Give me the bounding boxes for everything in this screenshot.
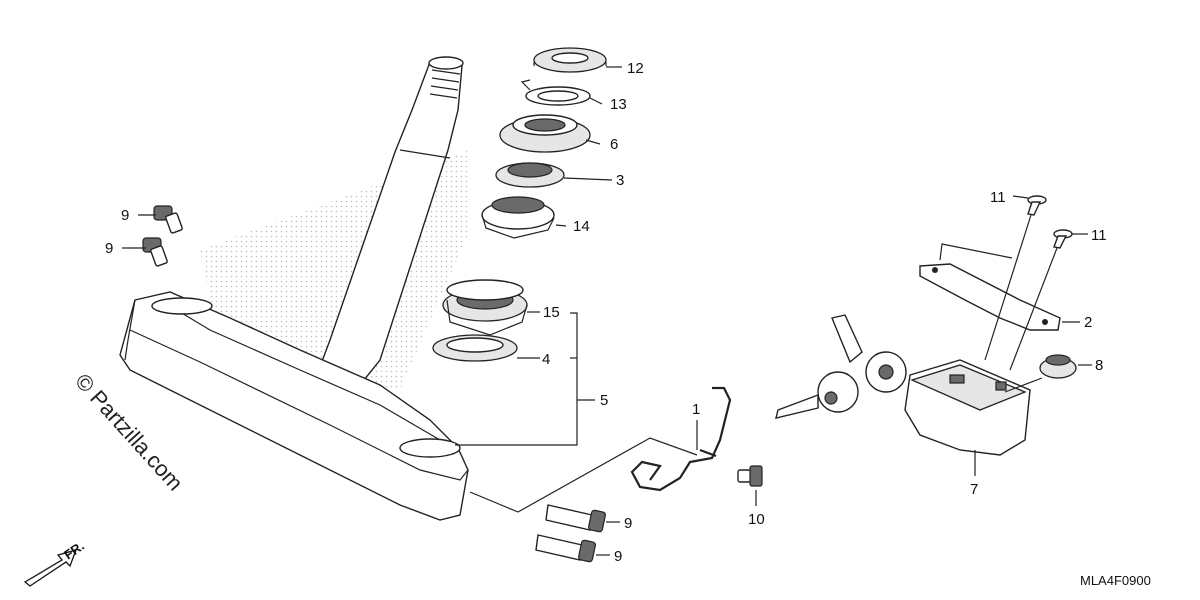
screw-guide-lines [984,214,1058,371]
callout-13: 13 [610,96,627,113]
screw-part-11-b[interactable] [1053,229,1073,249]
callout-7: 7 [970,481,978,498]
callout-10: 10 [748,511,765,528]
leader-3 [563,177,613,181]
leader-11a [1012,195,1029,199]
adjusting-nut-part-6[interactable] [499,114,591,153]
seal-part-4[interactable] [432,334,518,362]
bolt-part-9-bottom-b[interactable] [535,534,596,563]
bolt-part-9-upper[interactable] [153,205,183,234]
bracket-outline-2 [939,243,1013,261]
grommet-part-8[interactable] [1039,354,1077,379]
clip-part-1[interactable] [630,386,732,492]
bolt-part-10[interactable] [737,465,763,487]
callout-9c: 9 [624,515,632,532]
dust-seal-part-3[interactable] [495,162,565,188]
ignition-switch-part-7[interactable] [904,359,1031,456]
lower-bearing-part-15[interactable] [442,279,528,336]
callout-9d: 9 [614,548,622,565]
lock-washer-part-13[interactable] [520,79,591,106]
bolt-part-9-bottom-a[interactable] [545,504,606,533]
callout-12: 12 [627,60,644,77]
bracket-part-2[interactable] [919,263,1061,331]
screw-part-11-a[interactable] [1027,195,1047,216]
callout-15: 15 [543,304,560,321]
callout-1: 1 [692,401,700,418]
callout-2: 2 [1084,314,1092,331]
leader-13 [589,97,603,105]
grommet-guide-line [1004,377,1043,393]
callout-3: 3 [616,172,624,189]
assembly-guide-line [469,437,698,513]
callout-5: 5 [600,392,608,409]
leader-14 [555,224,567,227]
lock-nut-part-12[interactable] [533,47,607,73]
callout-bracket-5 [455,312,578,446]
callout-14: 14 [573,218,590,235]
diagram-part-number: MLA4F0900 [1080,573,1151,588]
callout-11b: 11 [1091,227,1107,244]
front-direction-arrow-icon [23,549,78,587]
callout-9b: 9 [105,240,113,257]
callout-8: 8 [1095,357,1103,374]
callout-6: 6 [610,136,618,153]
bottom-bridge-part[interactable] [119,291,469,521]
leader-6 [585,139,601,145]
bolt-part-9-lower[interactable] [142,237,168,267]
callout-4: 4 [542,351,550,368]
bearing-part-14[interactable] [481,196,555,239]
steering-stem-part[interactable] [311,56,464,396]
callout-9a: 9 [121,207,129,224]
callout-11a: 11 [990,189,1006,206]
key-part[interactable] [775,314,907,419]
